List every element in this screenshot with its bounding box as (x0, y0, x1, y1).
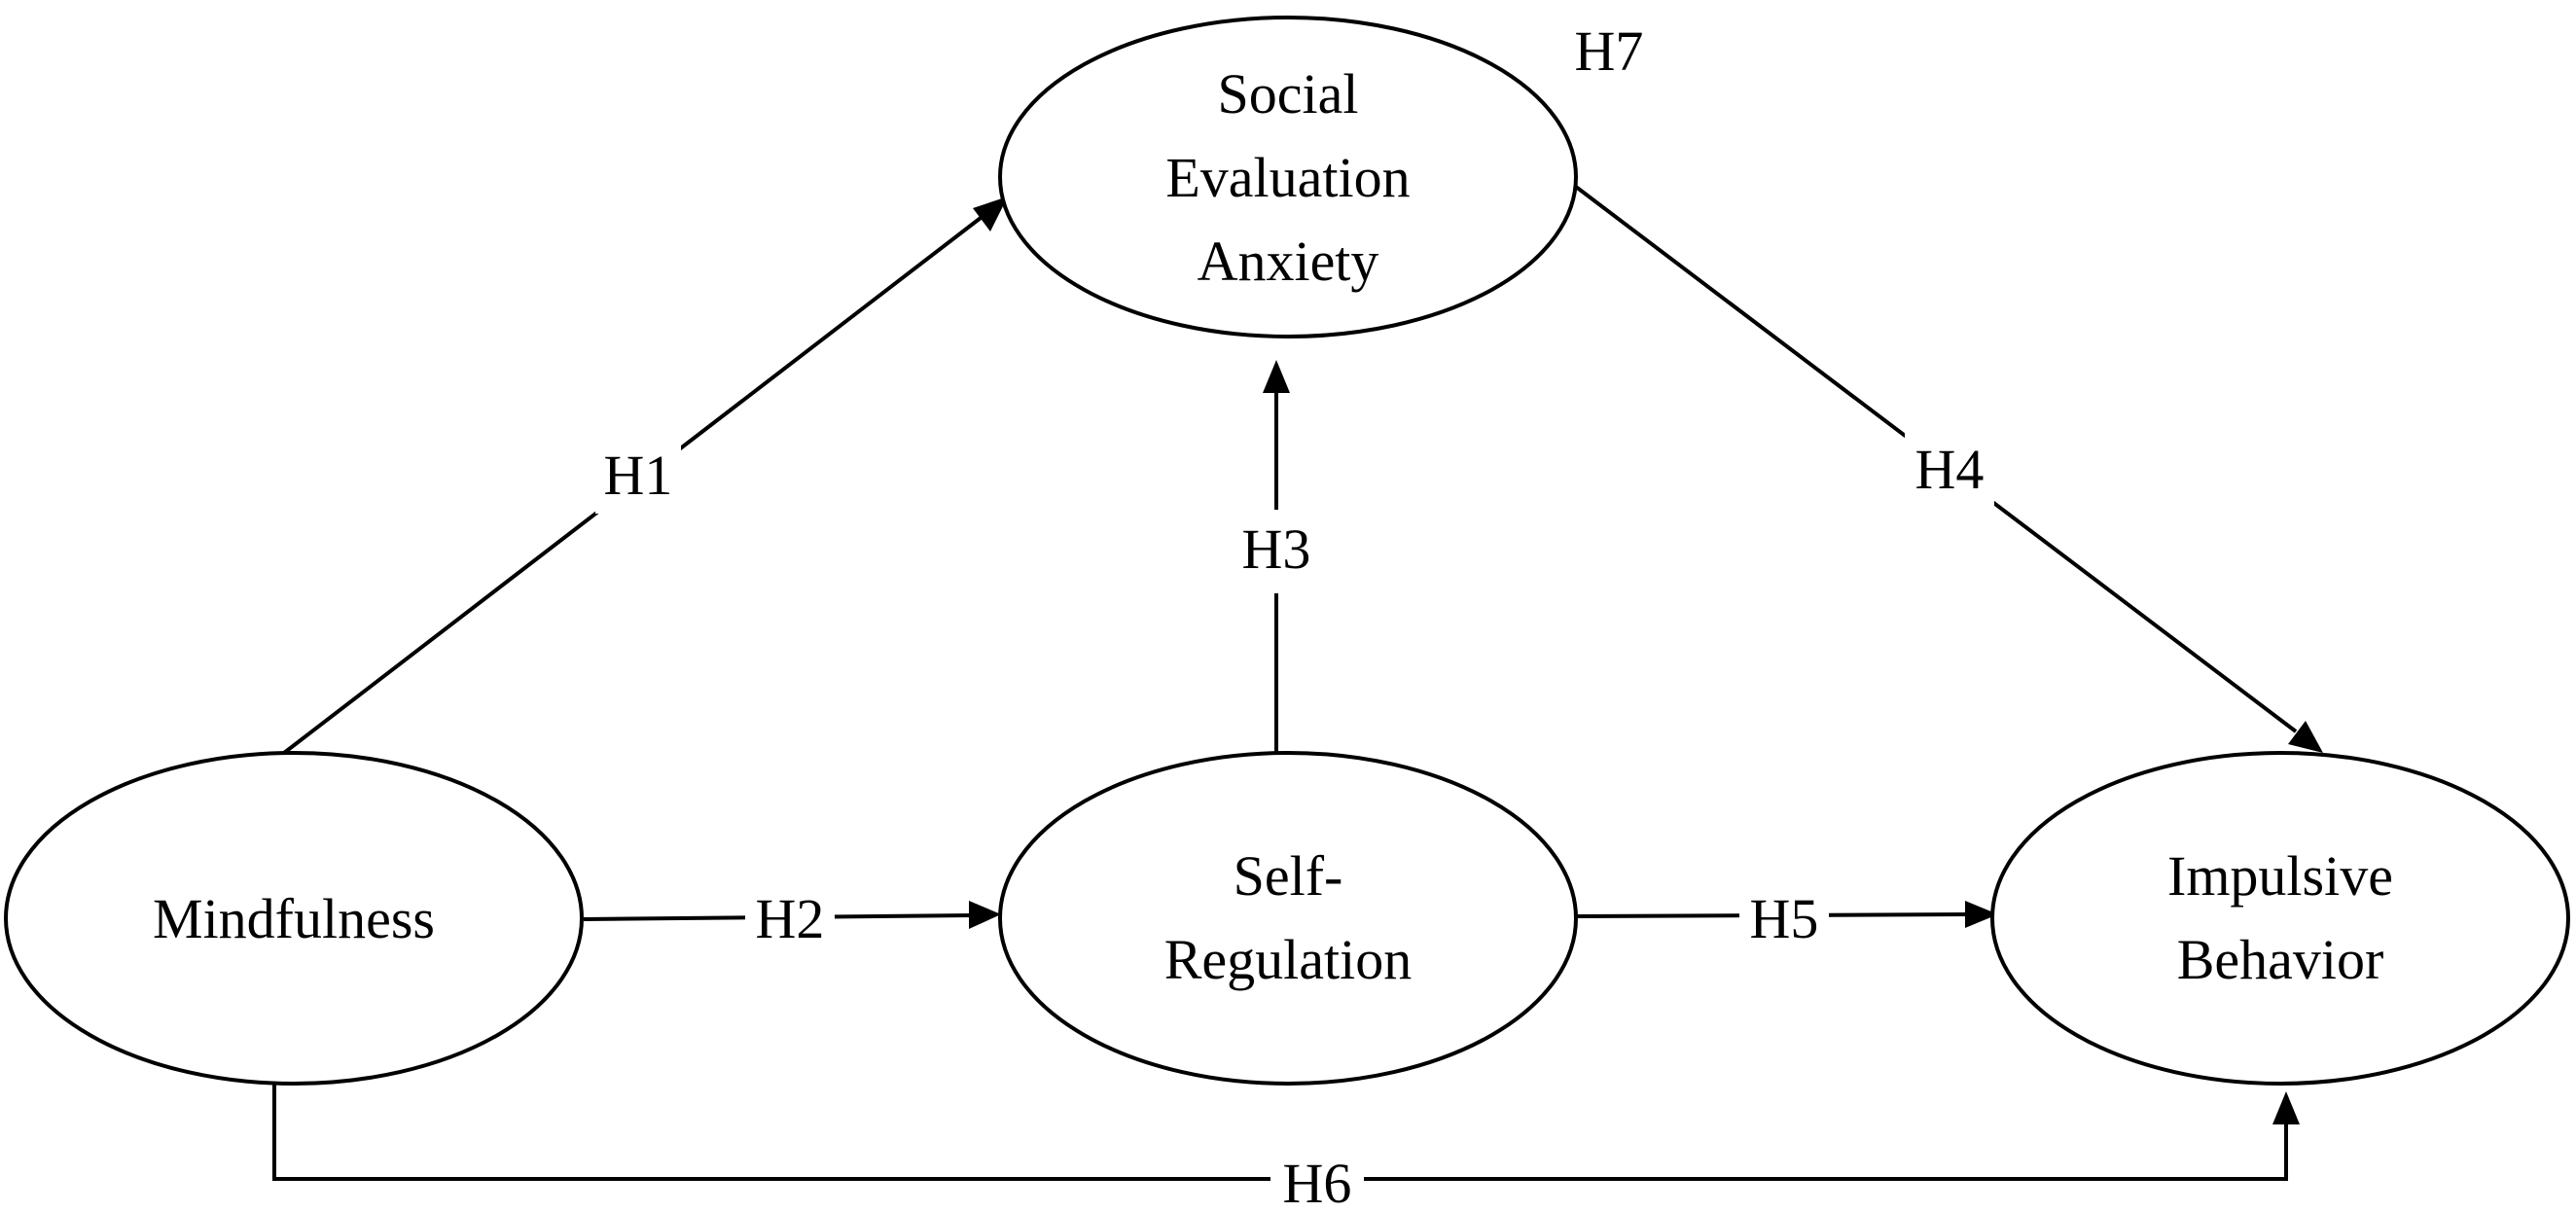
edge-h2-label-text: H2 (756, 887, 825, 950)
node-label-line: Anxiety (1198, 230, 1379, 293)
node-impulsive-behavior-ellipse (1990, 751, 2570, 1086)
node-label-line: Regulation (1164, 928, 1413, 991)
edge-h3-label: H3 (1232, 510, 1321, 593)
edge-h6-label: H6 (1270, 1152, 1364, 1212)
node-mindfulness-ellipse (4, 751, 584, 1086)
annotation-h7: H7 (1575, 19, 1644, 83)
node-label-line: Impulsive (2167, 844, 2393, 908)
edge-h1-label: H1 (595, 430, 681, 514)
edge-h6-arrowhead (2272, 1091, 2300, 1124)
edge-h1-label-text: H1 (604, 444, 673, 507)
node-impulsive-behavior: Impulsive Behavior (1990, 751, 2570, 1086)
edge-h5-arrowhead (1965, 901, 1998, 928)
edge-h4-arrowhead (2288, 721, 2323, 753)
edge-h3-arrowhead (1263, 360, 1290, 393)
edge-h4-label-text: H4 (1915, 438, 1985, 501)
node-label-line: Behavior (2177, 928, 2384, 991)
edge-h5-label-text: H5 (1750, 887, 1819, 950)
node-mindfulness: Mindfulness (4, 751, 584, 1086)
node-label-line: Social (1218, 62, 1359, 125)
edge-h5-label: H5 (1739, 881, 1829, 953)
node-label-line: Mindfulness (153, 887, 435, 950)
edge-h1-arrowhead (973, 196, 1008, 232)
node-self-regulation: Self- Regulation (998, 751, 1578, 1086)
edge-h6-label-text: H6 (1283, 1152, 1352, 1212)
node-social-evaluation-anxiety: Social Evaluation Anxiety (998, 16, 1578, 339)
edge-h3-label-text: H3 (1242, 517, 1311, 581)
node-self-regulation-ellipse (998, 751, 1578, 1086)
edge-h4-label: H4 (1905, 428, 1994, 510)
edge-h2-label: H2 (745, 881, 835, 953)
node-social-evaluation-anxiety-ellipse (998, 16, 1578, 339)
node-label-line: Evaluation (1165, 146, 1410, 209)
edge-h2-arrowhead (969, 901, 1001, 929)
node-label-line: Self- (1234, 844, 1343, 908)
